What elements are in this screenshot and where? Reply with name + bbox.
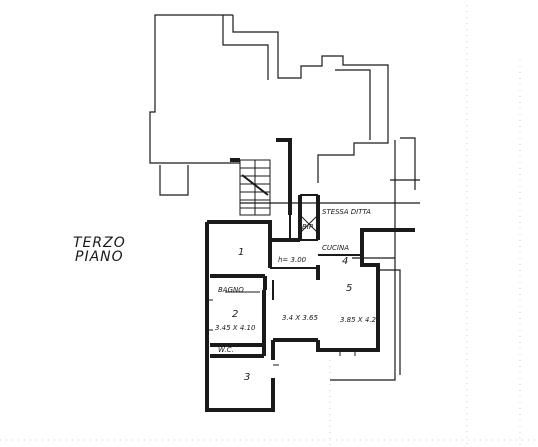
label-kitchen: CUCINA — [322, 244, 349, 252]
scan-marks — [0, 5, 538, 447]
openings — [207, 214, 356, 366]
label-room-1: 1 — [238, 247, 244, 258]
label-room-5: 5 — [346, 283, 352, 294]
upper-outline — [149, 14, 420, 381]
apartment-walls — [205, 138, 415, 412]
stair — [239, 159, 271, 216]
label-central-size: 3.4 X 3.65 — [282, 314, 319, 322]
label-same-firm: STESSA DITTA — [322, 208, 371, 216]
label-room-5-size: 3.85 X 4.2 — [340, 316, 377, 324]
title-line-1: TERZO — [73, 235, 126, 251]
title-line-2: PIANO — [75, 249, 124, 265]
label-kitchen-number: 4 — [342, 256, 348, 267]
label-bip: BIP — [302, 223, 314, 231]
label-bath: BAGNO — [218, 286, 244, 294]
label-room-2-size: 3.45 X 4.10 — [215, 324, 256, 332]
partitions — [225, 194, 362, 300]
label-room-2: 2 — [232, 309, 238, 320]
label-wc: W.C. — [218, 346, 234, 354]
label-ceiling-height: h= 3.00 — [278, 256, 307, 264]
label-room-3: 3 — [244, 372, 250, 383]
